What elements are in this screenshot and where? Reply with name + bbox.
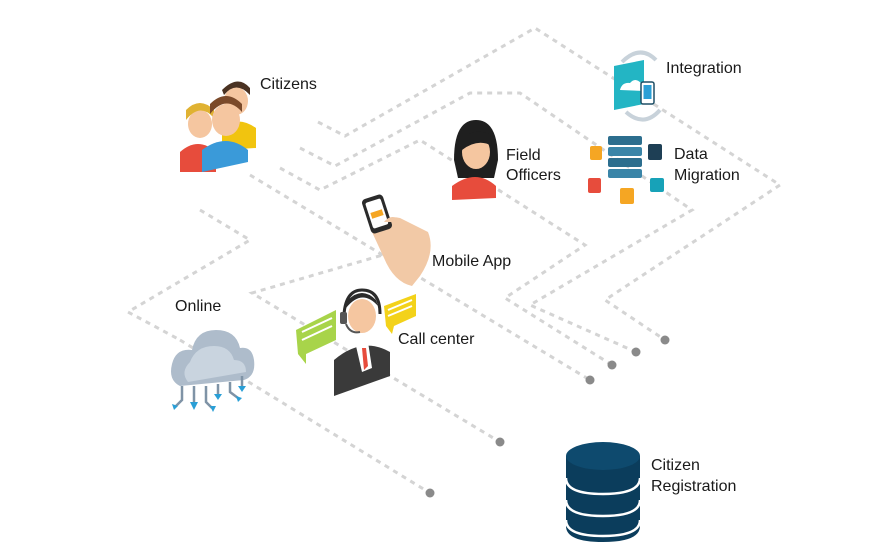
connector-path xyxy=(279,138,613,367)
call-center-agent-icon xyxy=(296,288,416,396)
data-migration-label-line1: Data xyxy=(674,146,708,163)
connector-path xyxy=(317,26,783,342)
connector-path xyxy=(124,208,253,342)
connector-network xyxy=(124,26,783,498)
connector-endpoint xyxy=(607,360,617,370)
field-officer-icon xyxy=(452,120,498,200)
citizens-label: Citizens xyxy=(260,76,317,93)
data-migration-icon xyxy=(588,136,664,204)
citizens-group-icon xyxy=(180,81,256,172)
connector-path xyxy=(248,248,501,444)
call-center-label: Call center xyxy=(398,331,475,348)
connector-endpoint xyxy=(631,347,641,357)
connector-endpoint xyxy=(585,375,595,385)
mobile-app-label: Mobile App xyxy=(432,253,512,270)
field-officers-label-line2: Officers xyxy=(506,167,561,184)
citizen-registration-label-line1: Citizen xyxy=(651,457,700,474)
connector-endpoint xyxy=(660,335,670,345)
connector-path xyxy=(249,173,591,382)
database-icon xyxy=(564,442,642,542)
mobile-hand-icon xyxy=(362,194,431,286)
cloud-icon xyxy=(171,330,255,412)
citizen-registration-label-line2: Registration xyxy=(651,478,737,495)
integration-label: Integration xyxy=(666,60,742,77)
connector-endpoint xyxy=(495,437,505,447)
online-label: Online xyxy=(175,298,222,315)
connector-path xyxy=(299,91,695,354)
data-migration-label-line2: Migration xyxy=(674,167,740,184)
connector-endpoint xyxy=(425,488,435,498)
connector-path xyxy=(179,338,431,495)
field-officers-label-line1: Field xyxy=(506,147,541,164)
integration-icon xyxy=(614,50,662,122)
